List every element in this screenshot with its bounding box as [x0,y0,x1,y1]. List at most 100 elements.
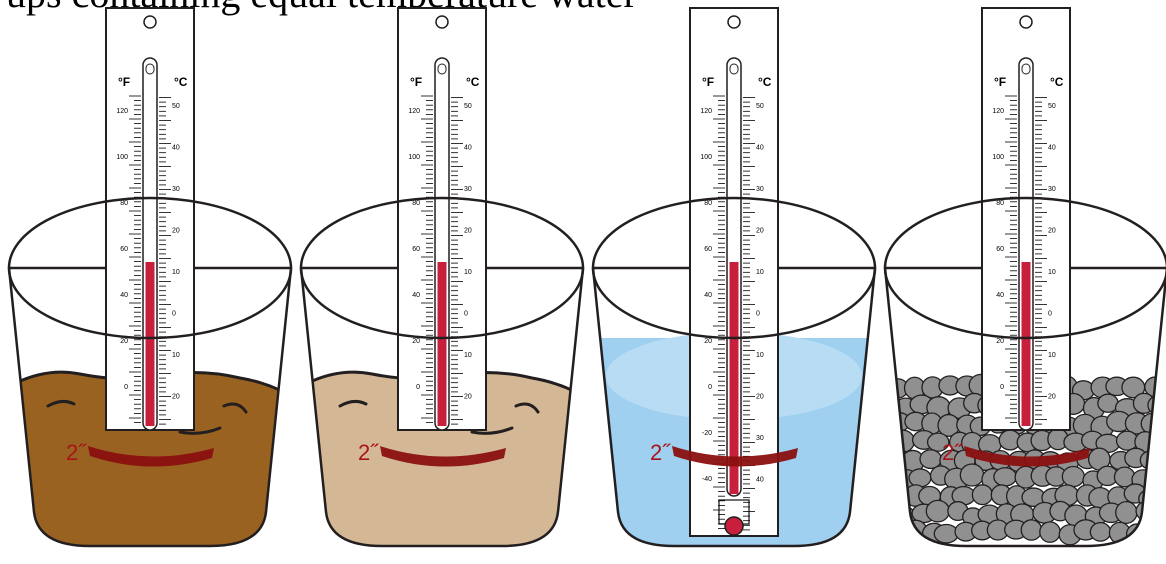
scale-label-c: 10 [1048,269,1056,276]
tube-inner-top [729,63,739,75]
scale-label-f: 60 [996,246,1004,253]
scale-label-f: 20 [996,338,1004,345]
mercury-column [145,262,155,426]
scale-label-c: 20 [756,228,764,235]
cup-water: °F°C120100806040200-20-40504030201001020… [591,7,877,548]
unit-label-f: °F [410,75,422,89]
pebble [1150,506,1166,527]
depth-marker [88,446,214,467]
scale-label-f: 20 [704,338,712,345]
pebble [1151,433,1166,457]
unit-label-c: °C [1050,75,1064,89]
depth-label: 2˝ [358,440,379,465]
soil-texture-mark [338,399,368,408]
scale-label-c: 40 [464,145,472,152]
hanging-hole [143,15,157,29]
scale-label-c: 50 [756,103,764,110]
scale-label-f: 40 [996,292,1004,299]
depth-marker [380,446,506,467]
soil-texture-mark [514,402,540,414]
cup-rim [883,196,1166,340]
scale-label-f: 80 [412,200,420,207]
cup-rim [299,196,585,340]
scale-label-c: 10 [1048,352,1056,359]
scale-label-f: 40 [704,292,712,299]
scale-label-f: 0 [1000,384,1004,391]
scale-label-f: 120 [992,108,1004,115]
pebble [1140,522,1166,545]
scale-label-f: 120 [700,108,712,115]
cup-rim [591,196,877,340]
scale-label-c: 30 [756,435,764,442]
scale-ticks [129,95,171,425]
scale-ticks [421,95,463,425]
scale-label-f: 20 [120,338,128,345]
unit-label-c: °C [174,75,188,89]
scale-label-c: 20 [1048,394,1056,401]
scale-label-c: 10 [756,269,764,276]
mercury-bulb [724,516,744,536]
scale-label-c: 10 [464,352,472,359]
soil-texture-mark [470,426,514,435]
scale-label-c: 20 [464,228,472,235]
cup-outline [883,266,1166,548]
pebble [1151,467,1166,491]
soil-texture-mark [178,426,222,435]
scale-label-c: 20 [172,394,180,401]
pebble [971,484,994,506]
pebble [908,468,932,488]
scale-label-f: 60 [704,246,712,253]
scale-label-c: 40 [172,145,180,152]
unit-label-f: °F [702,75,714,89]
depth-label: 2˝ [650,440,671,465]
pebble [959,463,985,487]
scale-label-c: 0 [172,311,176,318]
scale-label-c: 10 [464,269,472,276]
hanging-hole [435,15,449,29]
pebble [1115,501,1138,524]
scale-label-c: 10 [172,352,180,359]
pebble [1135,500,1158,522]
scale-label-f: 60 [120,246,128,253]
pebble [885,521,909,545]
scale-label-c: 10 [756,352,764,359]
scale-label-f: 20 [412,338,420,345]
unit-label-c: °C [466,75,480,89]
cup-outline [7,266,293,548]
hanging-hole [1019,15,1033,29]
scale-label-f: 120 [116,108,128,115]
scale-label-f: 80 [996,200,1004,207]
scale-label-c: 0 [756,311,760,318]
hanging-hole [727,15,741,29]
pebble [1039,521,1061,543]
scale-label-c: 0 [1048,311,1052,318]
mercury-column [437,262,447,426]
scale-label-c: 0 [464,311,468,318]
scale-label-c: 20 [1048,228,1056,235]
depth-label: 2˝ [942,440,963,465]
scale-label-f: 0 [708,384,712,391]
scale-label-c: 30 [756,186,764,193]
scale-label-f: 60 [412,246,420,253]
thermometer: °F°C120100806040200-20-40504030201001020… [689,7,779,537]
pebble [1020,519,1043,541]
scale-label-f: 100 [992,154,1004,161]
scale-label-f: 100 [116,154,128,161]
pebble [993,467,1017,487]
scale-label-c: 30 [1048,186,1056,193]
scale-label-c: 50 [464,103,472,110]
cup-outline [299,266,585,548]
pebble [926,432,950,452]
scale-label-f: 40 [412,292,420,299]
scale-label-c: 40 [756,477,764,484]
scale-label-c: 20 [756,394,764,401]
scale-label-c: 20 [464,394,472,401]
tube-inner-top [145,63,155,75]
scale-label-f: -40 [702,476,712,483]
scale-label-f: 100 [700,154,712,161]
